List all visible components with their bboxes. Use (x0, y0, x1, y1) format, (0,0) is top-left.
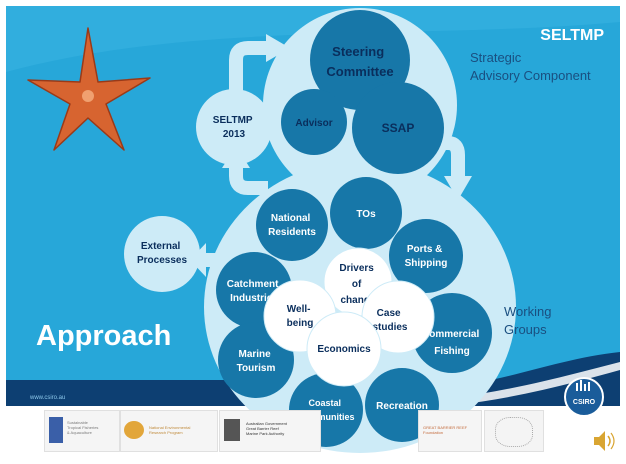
gbrmpa-logo-text: Australian Government Great Barrier Reef… (246, 421, 287, 436)
economics-node (306, 311, 382, 387)
nerp-swirl-icon (124, 421, 144, 439)
tos-label: TOs (356, 209, 376, 220)
sustainable-logo-text: Sustainable Tropical Fisheries & Aquacul… (67, 420, 99, 435)
recreation-label: Recreation (376, 401, 428, 412)
gbrmpa-logo: Australian Government Great Barrier Reef… (219, 410, 321, 452)
csiro-logo: CSIRO (564, 377, 604, 417)
external-processes-node (124, 216, 200, 292)
commercial-fishing-label: Commercial Fishing (422, 329, 482, 357)
starfish-image (27, 27, 151, 151)
slide-title: SELTMP (540, 27, 604, 44)
drivers-of-change-label: Drivers of change (339, 263, 376, 306)
map-thumbnail (484, 410, 544, 452)
svg-text:CSIRO: CSIRO (573, 399, 596, 406)
external-processes-label: External Processes (137, 241, 187, 266)
nerp-logo: National Environmental Research Program (120, 410, 218, 452)
website-link[interactable]: www.csiro.au (29, 395, 65, 401)
working-groups-label: Working Groups (504, 304, 555, 337)
ports-shipping-node (389, 219, 463, 293)
catchment-industries-label: Catchment Industries (227, 279, 281, 304)
seltmp-2013-label: SELTMP 2013 (213, 115, 255, 140)
ssap-label: SSAP (382, 121, 415, 135)
marine-tourism-label: Marine Tourism (237, 349, 276, 374)
case-studies-label: Case studies (372, 308, 407, 333)
cycle-arrow-right (432, 136, 472, 200)
speaker-icon[interactable] (594, 431, 615, 451)
map-outline-icon (495, 417, 533, 447)
ssap-node (352, 82, 444, 174)
coastal-communities-label: Coastal Communities (297, 398, 354, 422)
national-residents-label: National Residents (268, 213, 316, 238)
sustainable-fisheries-logo: Sustainable Tropical Fisheries & Aquacul… (44, 410, 120, 452)
nerp-logo-text: National Environmental Research Program (149, 425, 191, 435)
crest-icon (224, 419, 240, 441)
background-wave (6, 6, 620, 72)
wellbeing-label: Well- being (287, 304, 314, 329)
fish-icon (49, 417, 63, 443)
advisor-node (281, 89, 347, 155)
reef-foundation-text: GREAT BARRIER REEF Foundation (423, 425, 468, 435)
reef-foundation-logo: GREAT BARRIER REEF Foundation (418, 410, 482, 452)
national-residents-node (256, 189, 328, 261)
economics-label: Economics (317, 344, 371, 355)
seltmp-2013-node (196, 89, 272, 165)
cycle-arrow-top (229, 34, 290, 95)
ports-shipping-label: Ports & Shipping (405, 244, 448, 269)
steering-committee-label: Steering Committee (326, 44, 393, 79)
strategic-advisory-label: Strategic Advisory Component (470, 50, 591, 83)
approach-heading: Approach (36, 320, 171, 352)
advisor-label: Advisor (295, 118, 332, 129)
tos-node (330, 177, 402, 249)
